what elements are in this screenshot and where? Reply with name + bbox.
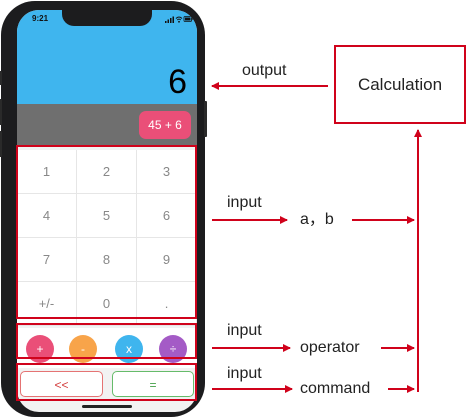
signal-icon — [165, 16, 174, 23]
key-7[interactable]: 7 — [17, 238, 77, 282]
key-0[interactable]: 0 — [77, 282, 137, 326]
key-negate[interactable]: +/- — [17, 282, 77, 326]
phone-mockup: 9:21 6 — [0, 1, 207, 417]
result-display: 6 — [168, 63, 187, 101]
phone-side-button — [0, 131, 2, 157]
key-5[interactable]: 5 — [77, 194, 137, 238]
command-target-label: command — [300, 380, 371, 397]
numbers-input-label: input — [227, 194, 262, 211]
key-4[interactable]: 4 — [17, 194, 77, 238]
operator-row: + - x ÷ — [17, 328, 197, 368]
phone-side-button — [0, 99, 2, 125]
expression-badge: 45 + 6 — [139, 111, 191, 139]
phone-screen: 9:21 6 — [17, 10, 197, 412]
phone-notch — [62, 10, 152, 26]
operator-input-label: input — [227, 322, 262, 339]
home-indicator — [82, 405, 132, 408]
key-8[interactable]: 8 — [77, 238, 137, 282]
keypad-highlight-box — [16, 145, 197, 319]
command-input-label: input — [227, 365, 262, 382]
battery-icon — [183, 16, 193, 22]
key-2[interactable]: 2 — [77, 150, 137, 194]
numbers-target-label: a，b — [300, 211, 334, 228]
display-area: 9:21 6 — [17, 10, 197, 104]
number-keypad: 1 2 3 4 5 6 7 8 9 +/- 0 . — [17, 150, 197, 326]
phone-side-button — [0, 71, 2, 85]
phone-side-button — [204, 101, 207, 137]
output-label: output — [242, 62, 287, 79]
expression-bar: 45 + 6 — [17, 104, 197, 146]
operator-highlight-box — [16, 323, 197, 359]
status-time: 9:21 — [32, 14, 49, 23]
command-highlight-box — [16, 363, 197, 401]
back-button[interactable]: << — [20, 371, 103, 397]
status-icons — [165, 16, 193, 23]
equals-button[interactable]: = — [112, 371, 194, 397]
key-1[interactable]: 1 — [17, 150, 77, 194]
operator-target-label: operator — [300, 339, 360, 356]
calculation-box: Calculation — [334, 45, 466, 124]
wifi-icon — [175, 16, 183, 23]
